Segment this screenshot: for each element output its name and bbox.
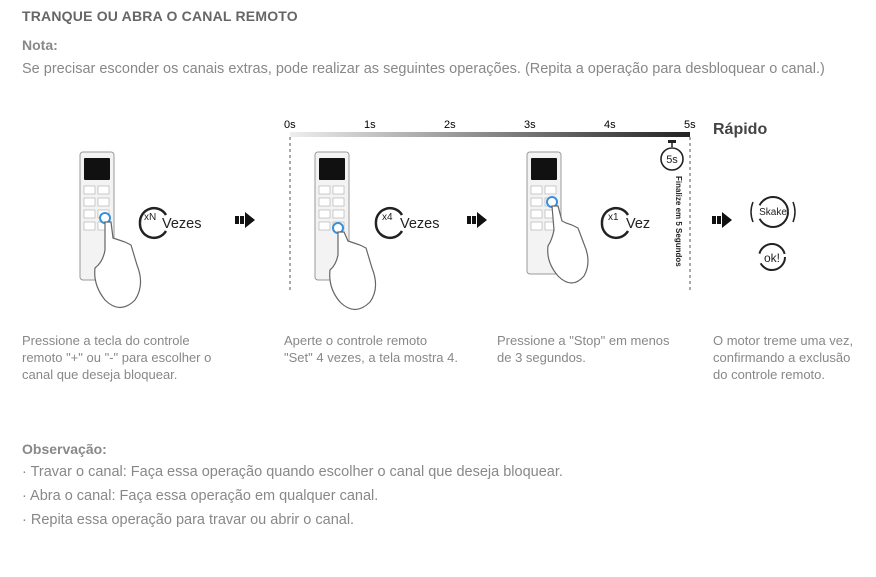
arrow-right-icon bbox=[235, 212, 255, 228]
ok-icon: ok! bbox=[758, 243, 786, 271]
tick-label: 3s bbox=[524, 119, 536, 131]
timeline-diagram: 0s 1s 2s 3s 4s 5s 5s Finalize em 5 Segun… bbox=[284, 119, 696, 290]
press-count-word: Vezes bbox=[162, 216, 202, 232]
press-count-word: Vezes bbox=[400, 216, 440, 232]
tick-label: 4s bbox=[604, 119, 616, 131]
ok-label: ok! bbox=[764, 251, 780, 265]
press-count: x4 bbox=[382, 212, 393, 223]
stopwatch-icon: 5s bbox=[660, 140, 684, 171]
arrow-right-icon bbox=[467, 212, 487, 228]
press-count-badge: x4 Vezes bbox=[374, 206, 440, 240]
step-caption: O motor treme uma vez, confirmando a exc… bbox=[713, 333, 854, 382]
observation-item: · Abra o canal: Faça essa operação em qu… bbox=[22, 488, 379, 504]
observation-item: · Travar o canal: Faça essa operação qua… bbox=[22, 464, 563, 480]
press-count-badge: x1 Vez bbox=[600, 206, 650, 240]
page-title: TRANQUE OU ABRA O CANAL REMOTO bbox=[22, 8, 298, 24]
tick-label: 2s bbox=[444, 119, 456, 131]
vertical-note: Finalize em 5 Segundos bbox=[674, 176, 683, 267]
tick-label: 0s bbox=[284, 119, 296, 131]
remote-hand-illustration bbox=[79, 151, 142, 309]
note-text: Se precisar esconder os canais extras, p… bbox=[22, 61, 825, 77]
press-count: xN bbox=[144, 212, 156, 223]
note-heading: Nota: bbox=[22, 37, 58, 53]
press-count: x1 bbox=[608, 212, 619, 223]
tick-label: 1s bbox=[364, 119, 376, 131]
press-count-badge: xN Vezes bbox=[138, 206, 202, 240]
stopwatch-label: 5s bbox=[666, 154, 678, 166]
timeline-bar bbox=[290, 132, 690, 137]
observation-heading: Observação: bbox=[22, 441, 107, 457]
tick-label: 5s bbox=[684, 119, 696, 131]
timeline-end-label: Rápido bbox=[713, 121, 768, 138]
remote-hand-illustration bbox=[314, 151, 377, 311]
step-caption: Aperte o controle remoto "Set" 4 vezes, … bbox=[284, 333, 458, 365]
step-caption: Pressione a tecla do controle remoto "+"… bbox=[22, 333, 212, 382]
remote-hand-illustration bbox=[526, 151, 589, 284]
shake-icon: Skake ok! bbox=[750, 196, 796, 271]
observation-item: · Repita essa operação para travar ou ab… bbox=[22, 512, 355, 528]
arrow-right-icon bbox=[712, 212, 732, 228]
step-caption: Pressione a "Stop" em menos de 3 segundo… bbox=[497, 333, 670, 365]
press-count-word: Vez bbox=[626, 216, 650, 232]
shake-label: Skake bbox=[759, 207, 787, 218]
